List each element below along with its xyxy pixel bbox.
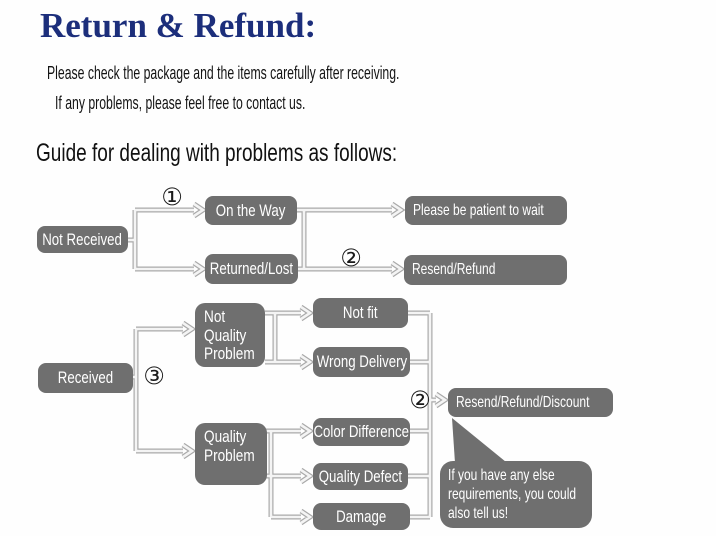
step-marker-2-top: ②	[340, 244, 362, 272]
note-line-1: Please check the package and the items c…	[47, 63, 400, 83]
node-not-fit: Not fit	[313, 298, 408, 328]
node-label: Please be patient to wait	[413, 201, 544, 219]
node-not-quality-problem: Not Quality Problem	[195, 303, 265, 367]
speech-bubble-line: also tell us!	[448, 504, 509, 522]
node-returned-lost: Returned/Lost	[205, 254, 298, 284]
node-label: On the Way	[216, 200, 286, 220]
node-label: Received	[57, 368, 114, 387]
node-not-received: Not Received	[37, 226, 128, 253]
node-label: Not Quality Problem	[204, 307, 255, 364]
connector-lines-highlight	[128, 208, 436, 519]
node-be-patient: Please be patient to wait	[405, 196, 567, 225]
note-line-2: If any problems, please feel free to con…	[55, 93, 306, 113]
node-label: Color Difference	[313, 422, 410, 441]
step-marker-3: ③	[143, 362, 165, 390]
node-wrong-delivery: Wrong Delivery	[313, 347, 410, 377]
node-label: Not Received	[42, 229, 123, 249]
node-label: Wrong Delivery	[316, 352, 407, 371]
node-label: Quality Defect	[318, 466, 403, 486]
node-on-the-way: On the Way	[205, 196, 297, 225]
node-label: Not fit	[343, 303, 378, 322]
node-damage: Damage	[313, 503, 410, 530]
step-marker-2-bottom: ②	[409, 386, 431, 414]
node-quality-defect: Quality Defect	[313, 463, 408, 490]
node-received: Received	[38, 363, 133, 393]
guide-heading: Guide for dealing with problems as follo…	[36, 139, 398, 167]
node-label: Damage	[336, 506, 387, 526]
speech-bubble-tail-icon	[452, 418, 506, 463]
node-label: Resend/Refund/Discount	[456, 393, 590, 411]
node-label: Quality Problem	[204, 427, 255, 465]
node-resend-refund-discount: Resend/Refund/Discount	[448, 388, 613, 417]
node-label: Returned/Lost	[209, 259, 294, 278]
speech-bubble: If you have any else requirements, you c…	[440, 461, 592, 528]
node-quality-problem: Quality Problem	[195, 423, 267, 485]
node-resend-refund: Resend/Refund	[404, 255, 567, 285]
arrowhead-icons-highlight	[182, 202, 448, 525]
node-label: Resend/Refund	[412, 261, 496, 278]
speech-bubble-line: requirements, you could	[448, 485, 577, 503]
node-color-difference: Color Difference	[313, 418, 410, 446]
page-title: Return & Refund:	[40, 6, 317, 45]
speech-bubble-line: If you have any else	[448, 467, 555, 484]
step-marker-1: ①	[161, 183, 183, 211]
